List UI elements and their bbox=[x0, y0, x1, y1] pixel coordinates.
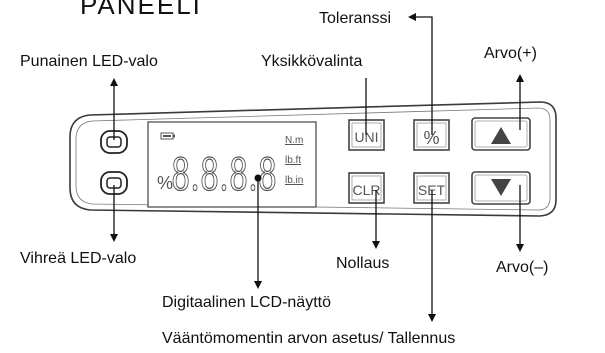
lcd-percent: % bbox=[157, 173, 173, 193]
lcd-display: % 8.8.8.8 N.m lb.ft lb.in bbox=[147, 121, 317, 208]
label-value-plus: Arvo(+) bbox=[484, 45, 537, 62]
uni-button-label: UNI bbox=[354, 129, 378, 145]
set-button[interactable]: SET bbox=[413, 172, 450, 204]
lcd-unit-lbft: lb.ft bbox=[285, 155, 301, 166]
diagram-title: PANEELI bbox=[80, 0, 202, 20]
tolerance-button-label: % bbox=[423, 128, 439, 148]
label-set-save: Vääntömomentin arvon asetus/ Tallennus bbox=[162, 330, 455, 347]
lcd-pointer-dot bbox=[254, 174, 262, 182]
label-green-led: Vihreä LED-valo bbox=[20, 250, 136, 267]
label-lcd: Digitaalinen LCD-näyttö bbox=[162, 294, 331, 311]
arrow-up-icon bbox=[491, 127, 511, 144]
battery-icon bbox=[160, 132, 175, 140]
label-tolerance: Toleranssi bbox=[319, 10, 391, 27]
label-value-minus: Arvo(–) bbox=[496, 259, 548, 276]
value-up-button[interactable] bbox=[471, 117, 531, 151]
clr-button[interactable]: CLR bbox=[348, 172, 385, 204]
label-reset: Nollaus bbox=[336, 255, 389, 272]
tolerance-pointer bbox=[408, 13, 433, 135]
panel-inner-edge bbox=[75, 107, 551, 211]
clr-button-label: CLR bbox=[352, 182, 380, 198]
lcd-digits: 8.8.8.8 bbox=[171, 150, 277, 201]
lcd-unit-nm: N.m bbox=[285, 135, 303, 146]
label-red-led: Punainen LED-valo bbox=[20, 53, 158, 70]
value-down-button[interactable] bbox=[471, 171, 531, 205]
label-unit-select: Yksikkövalinta bbox=[261, 53, 362, 70]
arrow-down-icon bbox=[491, 179, 511, 196]
lcd-unit-lbin: lb.in bbox=[285, 175, 303, 186]
